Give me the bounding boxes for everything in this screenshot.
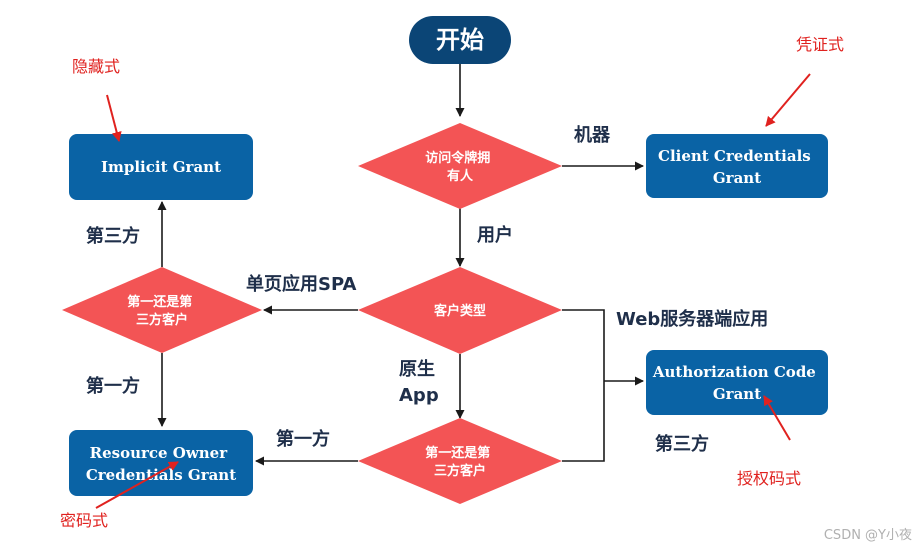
decision-party-top-line-1: 第一还是第	[127, 294, 192, 310]
resource-owner-grant-line-1: Resource Owner	[90, 444, 229, 462]
edge-label-machine: 机器	[574, 125, 611, 146]
client-credentials-grant-box	[646, 134, 828, 198]
annotation-client-credentials-arrow	[765, 73, 811, 127]
annotation-implicit-arrow	[106, 94, 122, 142]
decision-party-top	[62, 267, 262, 353]
implicit-grant-label: Implicit Grant	[101, 158, 221, 176]
decision-token-owner	[358, 123, 562, 209]
edge-label-native-line-2: App	[399, 385, 439, 406]
edge-label-spa: 单页应用SPA	[246, 273, 357, 295]
authorization-code-grant-line-1: Authorization Code	[652, 363, 816, 381]
decision-party-top-line-2: 三方客户	[136, 312, 188, 328]
decision-party-bottom	[358, 418, 562, 504]
decision-client-type-label: 客户类型	[434, 303, 486, 319]
decision-party-top-label: 第一还是第 三方客户	[127, 294, 197, 328]
watermark: CSDN @Y小夜	[824, 528, 912, 543]
decision-token-owner-line-2: 有人	[447, 168, 474, 184]
edge-label-web-server: Web服务器端应用	[616, 308, 768, 330]
decision-party-bottom-line-2: 三方客户	[434, 463, 486, 479]
edge-label-third-party-bottom: 第三方	[655, 433, 709, 455]
decision-client-type	[358, 267, 562, 354]
annotation-client-credentials: 凭证式	[796, 35, 844, 54]
annotation-resource-owner: 密码式	[60, 511, 108, 530]
edge-label-first-party-bottom: 第一方	[276, 428, 330, 450]
resource-owner-grant-box	[69, 430, 253, 496]
decision-token-owner-line-1: 访问令牌拥	[425, 150, 490, 166]
resource-owner-grant-label: Resource Owner Credentials Grant	[86, 444, 236, 484]
edge-label-native: 原生 App	[399, 358, 441, 406]
resource-owner-grant-line-2: Credentials Grant	[86, 466, 236, 484]
authorization-code-grant-label: Authorization Code Grant	[652, 363, 821, 403]
annotation-implicit: 隐藏式	[72, 57, 120, 76]
client-credentials-grant-label: Client Credentials Grant	[658, 147, 816, 187]
start-label: 开始	[436, 26, 484, 54]
decision-party-bottom-label: 第一还是第 三方客户	[425, 445, 495, 479]
client-credentials-grant-line-2: Grant	[713, 169, 761, 187]
decision-token-owner-label: 访问令牌拥 有人	[425, 150, 495, 184]
annotation-authorization-code: 授权码式	[737, 469, 801, 488]
decision-client-type-line-1: 客户类型	[434, 303, 486, 319]
implicit-grant-line-1: Implicit Grant	[101, 158, 221, 176]
edge-label-third-party-top: 第三方	[86, 225, 140, 247]
implicit-grant-box	[69, 134, 253, 200]
connector-client-type-web-server-path	[562, 309, 605, 462]
decision-party-bottom-line-1: 第一还是第	[425, 445, 490, 461]
edge-label-native-line-1: 原生	[399, 358, 435, 380]
authorization-code-grant-box	[646, 350, 828, 415]
start-node	[409, 16, 511, 64]
annotation-resource-owner-arrow	[95, 461, 179, 509]
edge-label-user: 用户	[477, 224, 513, 246]
edge-label-first-party-top: 第一方	[86, 375, 140, 397]
client-credentials-grant-line-1: Client Credentials	[658, 147, 811, 165]
annotation-authorization-code-arrow	[763, 395, 791, 441]
authorization-code-grant-line-2: Grant	[713, 385, 761, 403]
